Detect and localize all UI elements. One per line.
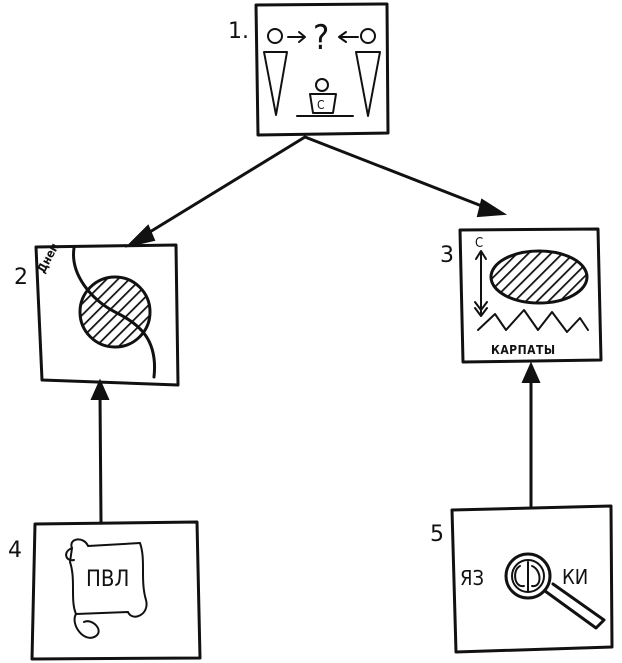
- judge-head-icon: [315, 78, 329, 92]
- podium-letter: C: [317, 98, 325, 112]
- node-4-label: 4: [8, 538, 22, 563]
- mountains-name: КАРПАТЫ: [491, 343, 556, 357]
- scroll-curl-top: [65, 547, 75, 562]
- compass-arrow-icon: [474, 250, 488, 317]
- arrow-left-icon: [338, 31, 359, 43]
- edge-1-to-2: [124, 135, 307, 248]
- node-3: 3 С КАРПАТЫ: [440, 227, 603, 364]
- hatched-region: [489, 249, 589, 305]
- magnified-letter-icon: [514, 561, 541, 593]
- magnifier-handle-icon: [543, 582, 606, 630]
- node-2-label: 2: [14, 265, 28, 290]
- node-3-label: 3: [440, 243, 454, 268]
- node-5-label: 5: [430, 522, 444, 547]
- node-5: 5 ЯЗ КИ: [430, 504, 614, 654]
- scroll-text: ПВЛ: [86, 567, 129, 592]
- edge-4-to-2: [90, 378, 110, 524]
- arrow-right-icon: [287, 31, 306, 43]
- question-mark: ?: [313, 18, 329, 58]
- word-end: КИ: [562, 565, 588, 589]
- edge-5-to-3: [521, 361, 541, 508]
- podium-icon: [309, 93, 337, 114]
- mountains-icon: [477, 309, 589, 333]
- scroll-icon: [69, 538, 148, 618]
- person-right-body-icon: [355, 51, 381, 117]
- person-left-body-icon: [263, 51, 288, 116]
- node-1-label: 1.: [228, 19, 249, 44]
- compass-letter: С: [475, 236, 483, 251]
- node-4: 4 ПВЛ: [8, 520, 202, 661]
- scroll-curl-bottom: [73, 613, 100, 639]
- node-2: 2 Днеп: [14, 241, 180, 387]
- person-left-icon: [267, 28, 283, 44]
- node-1: 1. ? C: [228, 2, 390, 137]
- word-start: ЯЗ: [460, 566, 484, 590]
- river-line: [72, 246, 157, 379]
- person-right-icon: [360, 28, 376, 44]
- magnifier-lens-icon: [504, 552, 552, 600]
- edge-1-to-3: [303, 135, 508, 218]
